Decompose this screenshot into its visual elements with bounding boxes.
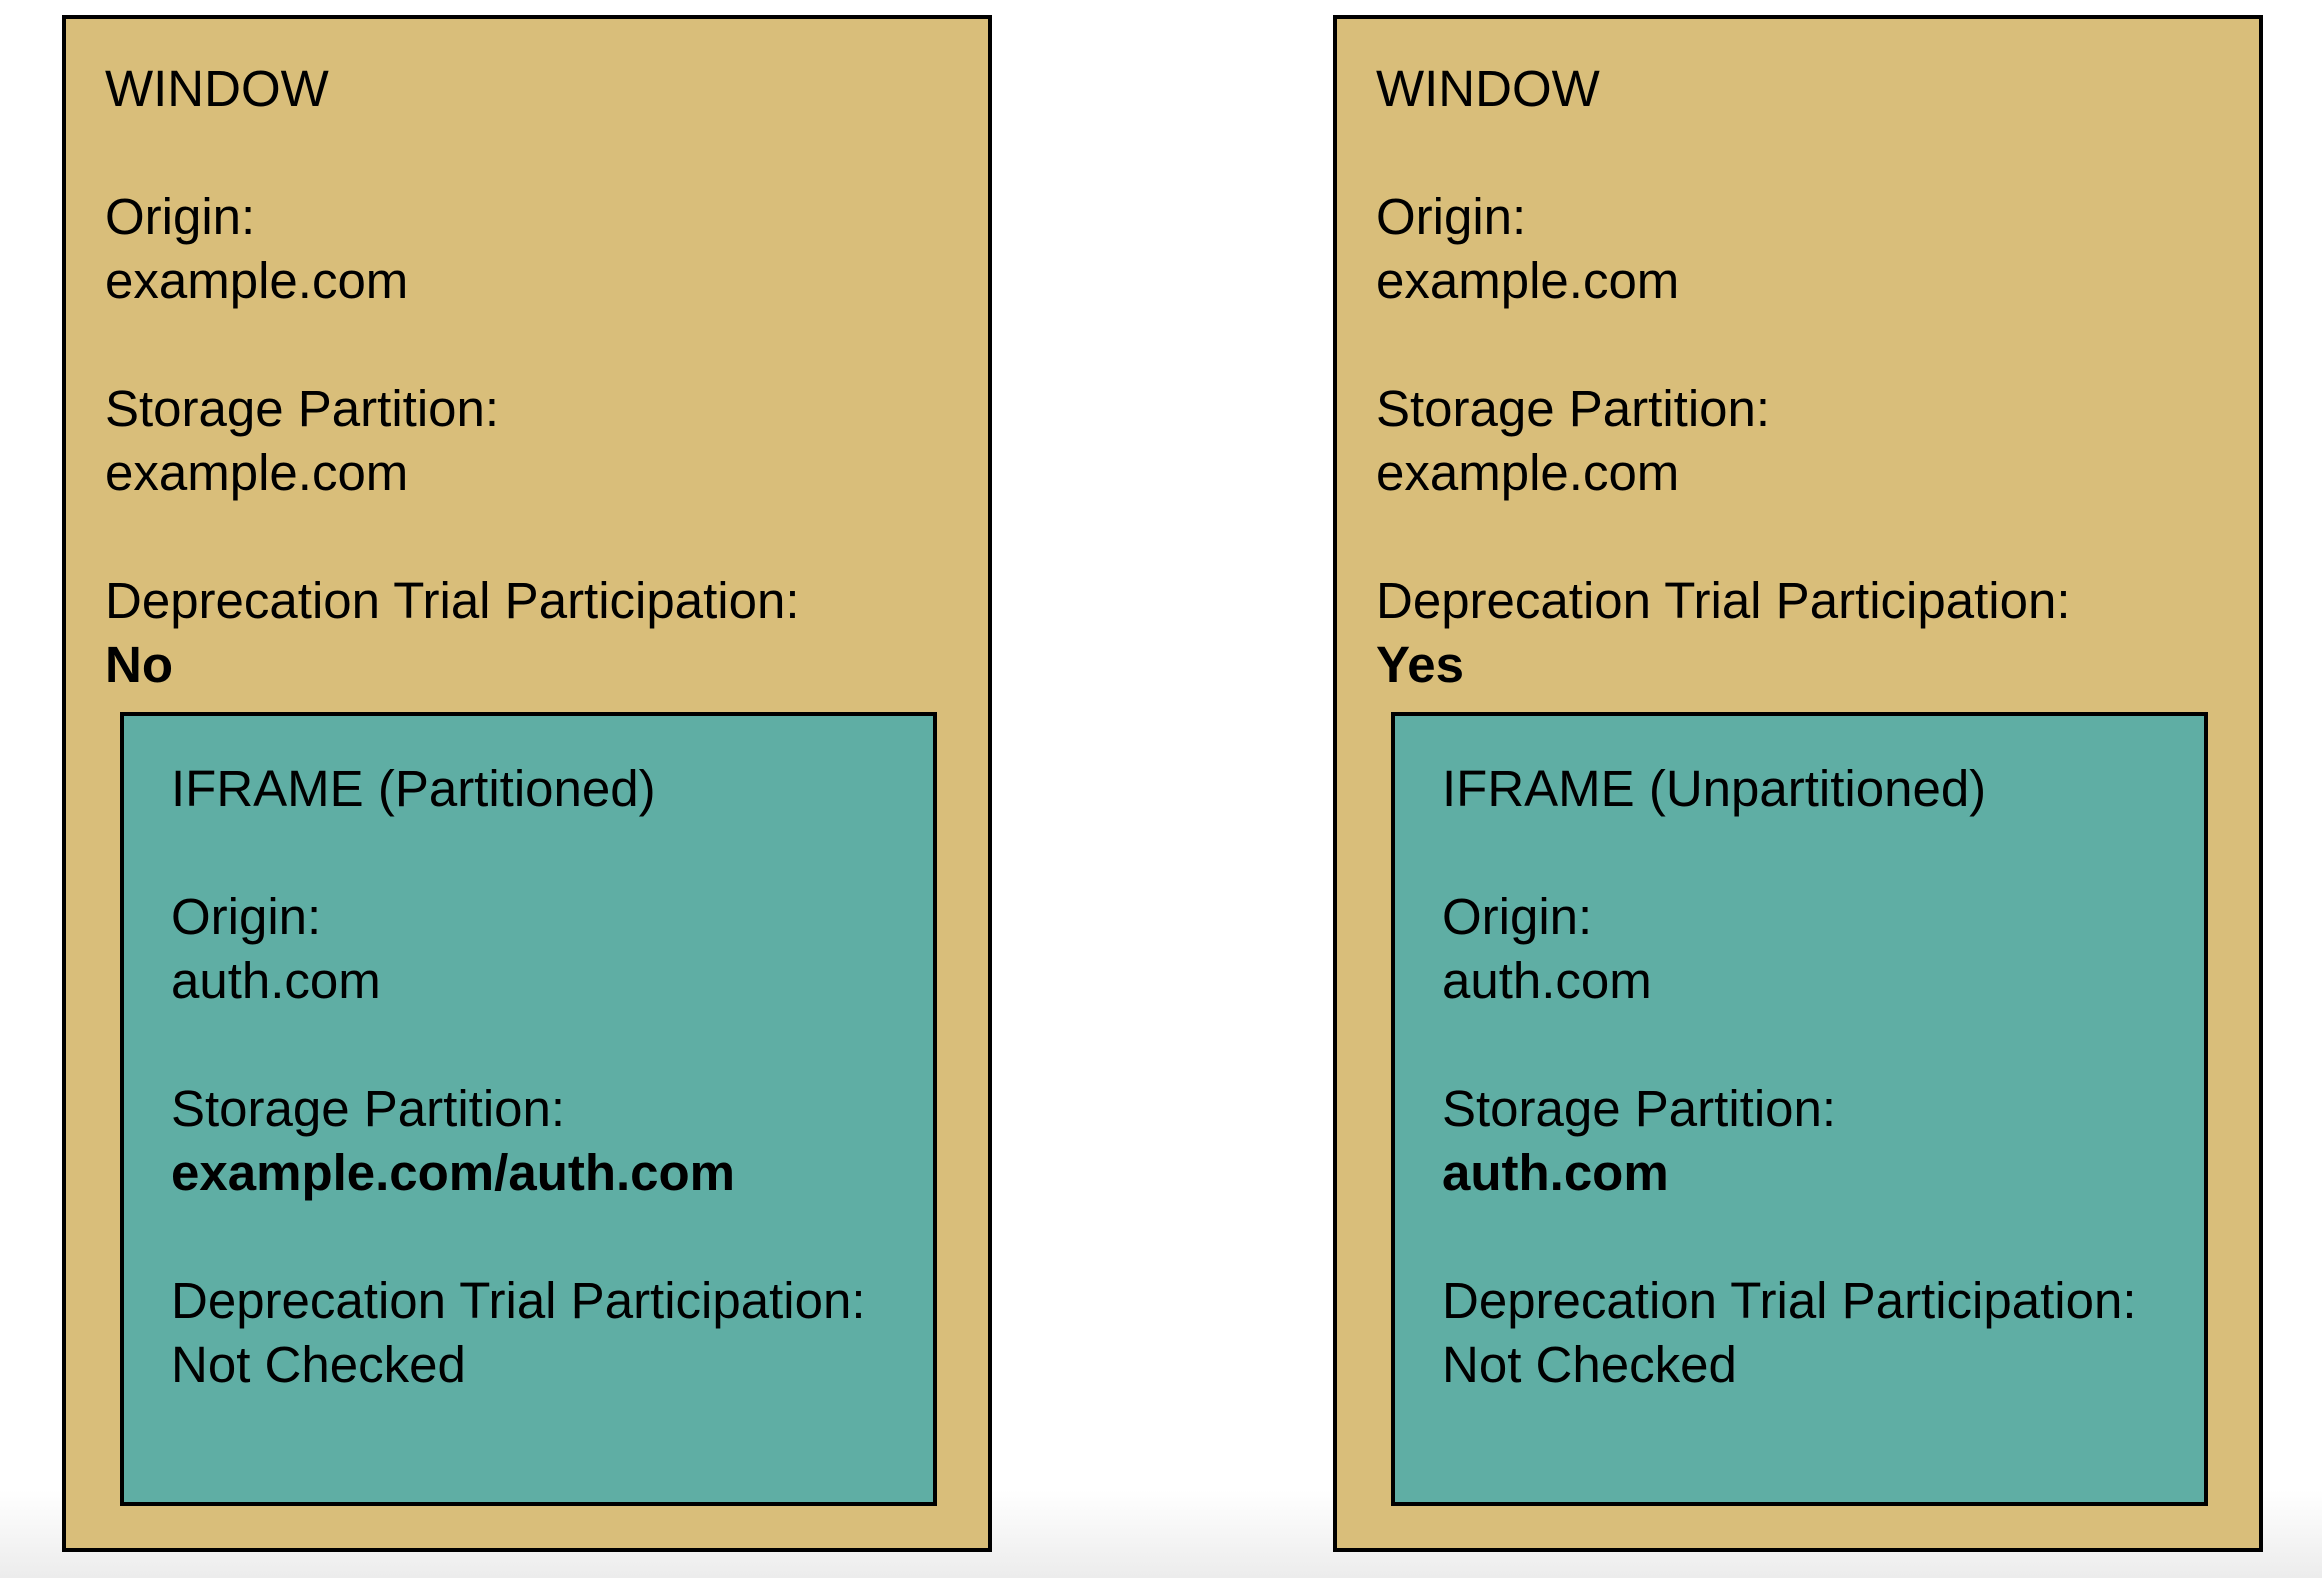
iframe-origin-label: Origin: — [171, 888, 322, 945]
iframe-origin-value: auth.com — [1442, 952, 1652, 1009]
iframe-deprecation-trial-label: Deprecation Trial Participation: — [1442, 1272, 2137, 1329]
window-box-right: WINDOW Origin: example.com Storage Parti… — [1333, 15, 2263, 1552]
origin-value: example.com — [1376, 252, 1680, 309]
origin-value: example.com — [105, 252, 409, 309]
deprecation-trial-label: Deprecation Trial Participation: — [1376, 572, 2071, 629]
spacer-line — [1442, 821, 2196, 885]
storage-partition-label: Storage Partition: — [1376, 380, 1771, 437]
storage-partition-value: example.com — [1376, 444, 1680, 501]
spacer-line — [105, 313, 980, 377]
iframe-box-partitioned: IFRAME (Partitioned) Origin: auth.com St… — [120, 712, 937, 1506]
window-title: WINDOW — [105, 60, 329, 117]
iframe-title: IFRAME (Partitioned) — [171, 760, 656, 817]
window-text-right: WINDOW Origin: example.com Storage Parti… — [1376, 57, 2251, 697]
iframe-origin-label: Origin: — [1442, 888, 1593, 945]
iframe-box-unpartitioned: IFRAME (Unpartitioned) Origin: auth.com … — [1391, 712, 2208, 1506]
iframe-storage-partition-value: auth.com — [1442, 1144, 1669, 1201]
iframe-title: IFRAME (Unpartitioned) — [1442, 760, 1987, 817]
spacer-line — [1376, 121, 2251, 185]
spacer-line — [1376, 505, 2251, 569]
spacer-line — [105, 505, 980, 569]
origin-label: Origin: — [1376, 188, 1527, 245]
iframe-deprecation-trial-value: Not Checked — [171, 1336, 466, 1393]
iframe-text-unpartitioned: IFRAME (Unpartitioned) Origin: auth.com … — [1442, 757, 2196, 1397]
spacer-line — [171, 1205, 925, 1269]
iframe-storage-partition-label: Storage Partition: — [171, 1080, 566, 1137]
iframe-storage-partition-label: Storage Partition: — [1442, 1080, 1837, 1137]
deprecation-trial-value: No — [105, 636, 173, 693]
spacer-line — [171, 821, 925, 885]
spacer-line — [1442, 1013, 2196, 1077]
spacer-line — [171, 1013, 925, 1077]
window-box-left: WINDOW Origin: example.com Storage Parti… — [62, 15, 992, 1552]
iframe-origin-value: auth.com — [171, 952, 381, 1009]
storage-partition-value: example.com — [105, 444, 409, 501]
iframe-text-partitioned: IFRAME (Partitioned) Origin: auth.com St… — [171, 757, 925, 1397]
origin-label: Origin: — [105, 188, 256, 245]
iframe-deprecation-trial-value: Not Checked — [1442, 1336, 1737, 1393]
spacer-line — [105, 121, 980, 185]
iframe-storage-partition-value: example.com/auth.com — [171, 1144, 736, 1201]
storage-partition-label: Storage Partition: — [105, 380, 500, 437]
spacer-line — [1376, 313, 2251, 377]
window-text-left: WINDOW Origin: example.com Storage Parti… — [105, 57, 980, 697]
spacer-line — [1442, 1205, 2196, 1269]
iframe-deprecation-trial-label: Deprecation Trial Participation: — [171, 1272, 866, 1329]
deprecation-trial-value: Yes — [1376, 636, 1464, 693]
window-title: WINDOW — [1376, 60, 1600, 117]
deprecation-trial-label: Deprecation Trial Participation: — [105, 572, 800, 629]
